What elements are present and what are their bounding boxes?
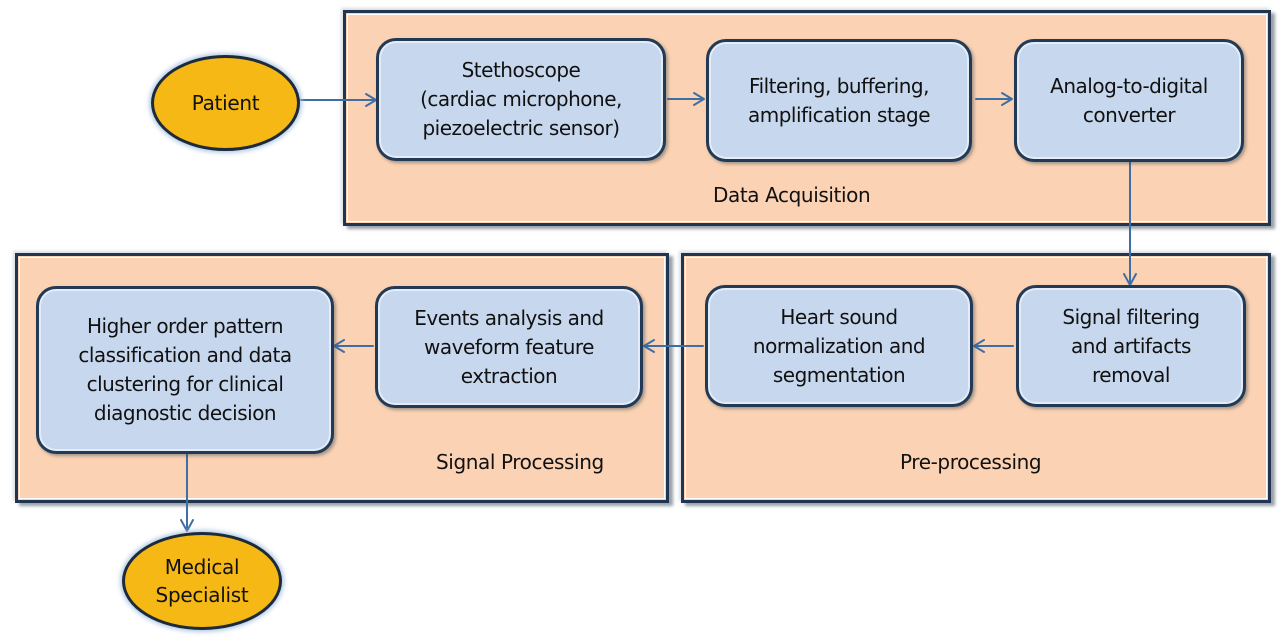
node-line: extraction (460, 363, 558, 388)
node-line: Stethoscope (461, 58, 581, 82)
terminal-specialist-line-2: Specialist (155, 583, 249, 607)
terminal-patient: Patient (151, 55, 300, 151)
node-line: Analog-to-digital (1050, 73, 1208, 98)
node-line: Heart sound (780, 304, 898, 329)
terminal-medical-specialist: Medical Specialist (122, 532, 282, 630)
node-line: (cardiac microphone, (420, 87, 622, 111)
node-line: amplification stage (747, 102, 931, 127)
node-line: classification and data (78, 343, 292, 367)
node-analog-to-digital: Analog-to-digital converter (1014, 39, 1244, 162)
node-signal-filtering: Signal filtering and artifacts removal (1016, 285, 1246, 407)
panel-label-data-acquisition: Data Acquisition (713, 183, 871, 207)
node-filtering-buffering: Filtering, buffering, amplification stag… (706, 39, 972, 162)
node-line: waveform feature (424, 334, 594, 359)
node-line: Filtering, buffering, (749, 73, 929, 98)
node-heart-sound-normalization: Heart sound normalization and segmentati… (705, 285, 973, 407)
terminal-patient-label: Patient (191, 91, 260, 115)
node-line: Signal filtering (1062, 304, 1200, 329)
panel-label-pre-processing: Pre-processing (900, 450, 1042, 474)
node-line: converter (1082, 102, 1176, 127)
node-pattern-classification: Higher order pattern classification and … (36, 286, 334, 454)
node-line: Higher order pattern (86, 314, 284, 338)
node-line: normalization and (752, 333, 926, 358)
node-line: piezoelectric sensor) (422, 116, 620, 140)
panel-label-signal-processing: Signal Processing (436, 450, 604, 474)
node-line: clustering for clinical (86, 372, 284, 396)
node-line: removal (1092, 362, 1170, 387)
node-line: diagnostic decision (93, 401, 277, 425)
terminal-specialist-line-1: Medical (164, 555, 240, 579)
node-stethoscope: Stethoscope (cardiac microphone, piezoel… (376, 38, 666, 161)
node-line: Events analysis and (414, 305, 604, 330)
node-line: segmentation (772, 362, 906, 387)
node-line: and artifacts (1071, 333, 1191, 358)
node-events-analysis: Events analysis and waveform feature ext… (375, 286, 643, 408)
